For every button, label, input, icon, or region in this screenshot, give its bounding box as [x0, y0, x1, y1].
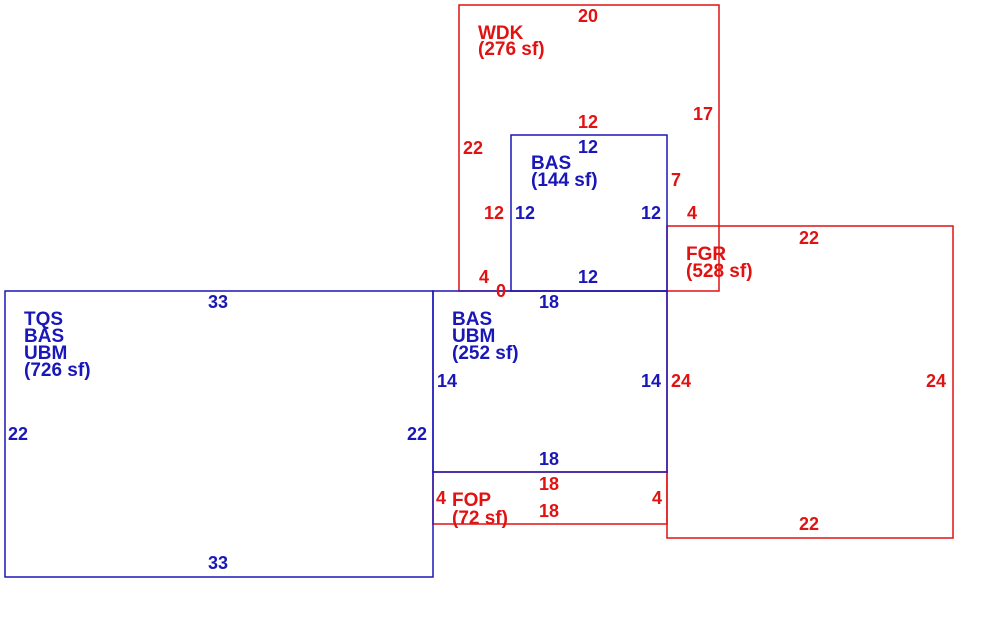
bas-ubm-code-1: BAS	[452, 309, 492, 330]
bas-ubm-label: BAS UBM (252 sf)	[452, 309, 519, 364]
dim-wdk-right-low: 4	[687, 203, 697, 223]
dim-fgr-right: 24	[926, 371, 946, 391]
fgr-code: FGR	[686, 244, 726, 265]
wdk-label: WDK (276 sf)	[478, 23, 545, 60]
tqs-code-2: BAS	[24, 326, 64, 347]
dim-fgr-left: 24	[671, 371, 691, 391]
dim-fop-top: 18	[539, 474, 559, 494]
fop-area: (72 sf)	[452, 508, 508, 529]
tqs-code-1: TQS	[24, 309, 63, 330]
tqs-label: TQS BAS UBM (726 sf)	[24, 309, 91, 381]
fgr-label: FGR (528 sf)	[686, 244, 753, 282]
bas-top-label: BAS (144 sf)	[531, 153, 598, 191]
tqs-outline	[4, 290, 434, 578]
dim-mid-right: 14	[641, 371, 661, 391]
dim-tqs-right: 22	[407, 424, 427, 444]
dim-fgr-top: 22	[799, 228, 819, 248]
dim-tqs-top: 33	[208, 292, 228, 312]
dim-bas-bottom: 12	[578, 267, 598, 287]
bas-ubm-code-2: UBM	[452, 326, 495, 347]
fgr-area: (528 sf)	[686, 261, 753, 282]
dim-fop-left: 4	[436, 488, 446, 508]
wdk-code: WDK	[478, 23, 524, 44]
dim-wdk-inner-top: 12	[578, 112, 598, 132]
dim-tqs-bottom: 33	[208, 553, 228, 573]
tqs-code-3: UBM	[24, 343, 67, 364]
blue-dimensions: 12 12 12 12 18 14 14 18 33 22 22 33	[8, 137, 661, 573]
dim-wdk-inner-left: 12	[484, 203, 504, 223]
dim-wdk-top: 20	[578, 6, 598, 26]
dim-mid-bottom: 18	[539, 449, 559, 469]
dim-wdk-bottom-left: 4	[479, 267, 489, 287]
fop-code: FOP	[452, 490, 491, 511]
dim-fop-right: 4	[652, 488, 662, 508]
bas-top-area: (144 sf)	[531, 170, 598, 191]
dim-tqs-left: 22	[8, 424, 28, 444]
dim-wdk-right: 17	[693, 104, 713, 124]
dim-bas-right: 12	[641, 203, 661, 223]
red-dimensions: 20 22 17 12 7 12 4 4 0 22 24 24 22 18 4 …	[436, 6, 946, 534]
dim-wdk-left: 22	[463, 138, 483, 158]
dim-mid-left: 14	[437, 371, 457, 391]
bas-top-code: BAS	[531, 153, 571, 174]
tqs-area: (726 sf)	[24, 360, 91, 381]
dim-bas-right-ext: 7	[671, 170, 681, 190]
dim-mid-top: 18	[539, 292, 559, 312]
dim-bas-left: 12	[515, 203, 535, 223]
dim-fop-bottom: 18	[539, 501, 559, 521]
fop-label: FOP (72 sf)	[452, 490, 508, 529]
dim-fgr-bottom: 22	[799, 514, 819, 534]
wdk-area: (276 sf)	[478, 39, 545, 60]
bas-ubm-area: (252 sf)	[452, 343, 519, 364]
dim-bas-top: 12	[578, 137, 598, 157]
dim-wdk-bottom-zero: 0	[496, 281, 506, 301]
